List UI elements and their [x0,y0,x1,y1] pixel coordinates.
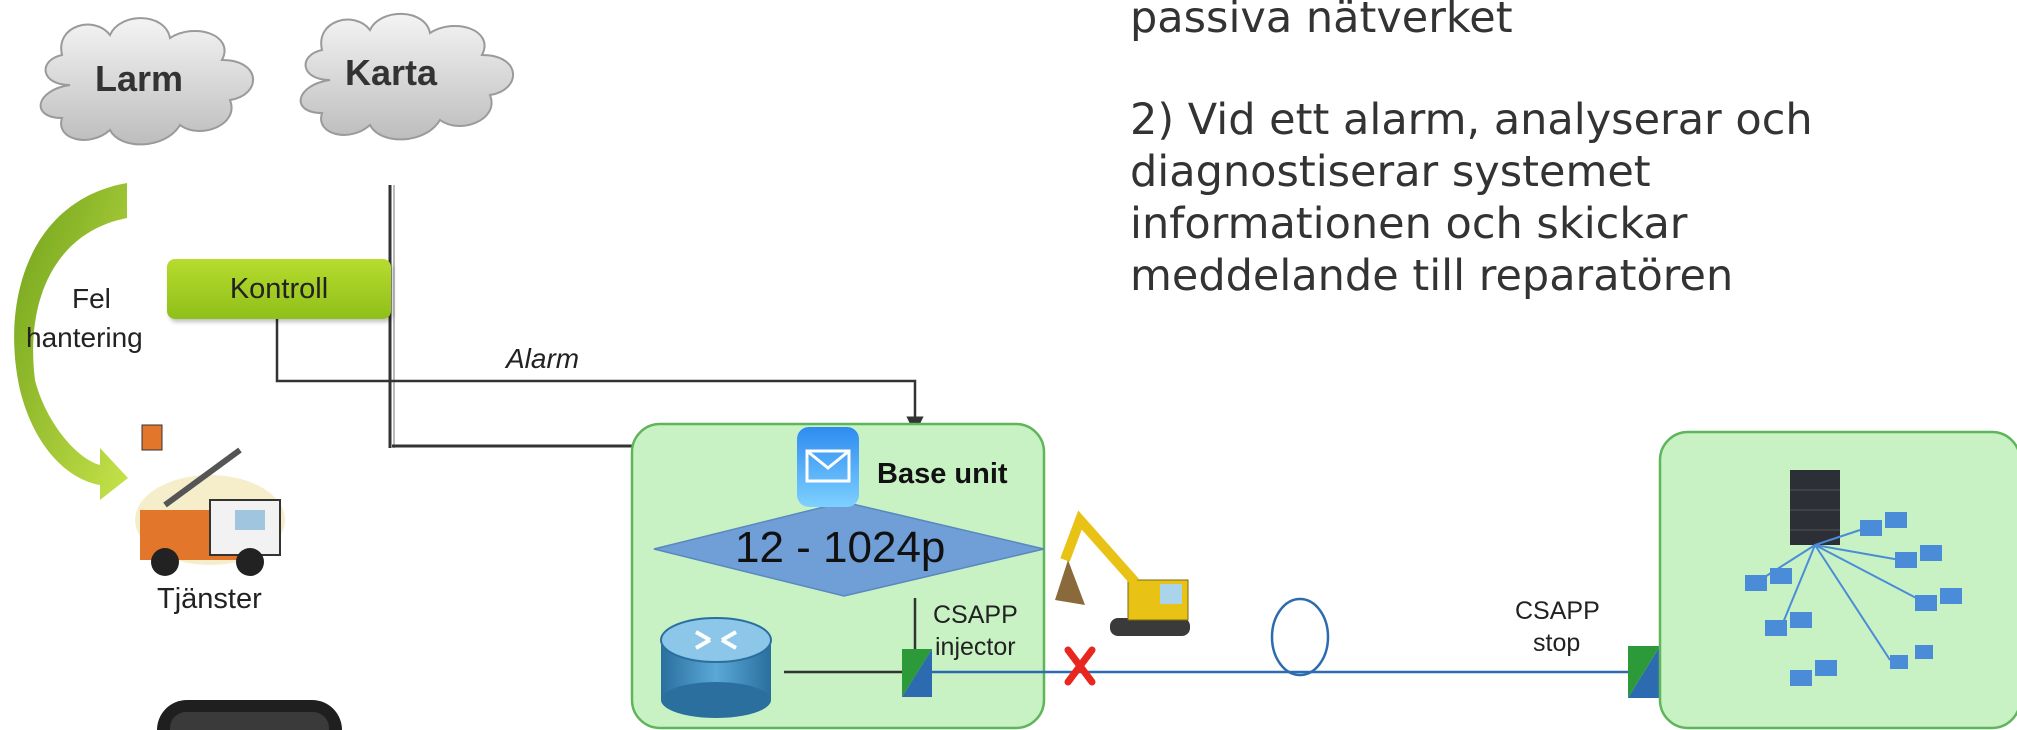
alarm-line [275,319,924,434]
injector-coupler [902,649,932,697]
fiber-coil-icon [1270,597,1330,677]
step2-line1: 2) Vid ett alarm, analyserar och [1130,95,1813,145]
steps-partial-line: passiva nätverket [1130,0,1513,43]
smartphone-icon [157,700,342,730]
fault-handling-line2: hantering [26,322,143,353]
stop-label-line2: stop [1533,629,1581,657]
fault-handling-line1: Fel [72,283,111,314]
cloud-larm-label: Larm [95,58,184,99]
base-unit-title: Base unit [877,458,1008,490]
step2-line2: diagnostiserar systemet [1130,147,1651,197]
step2-line4: meddelande till reparatören [1130,251,1734,301]
curved-arrow-icon [14,183,128,500]
port-range-label: 12 - 1024p [735,523,946,572]
alarm-label: Alarm [506,343,580,374]
mail-icon [797,427,859,507]
step2-line3: informationen och skickar [1130,199,1688,249]
cloud-karta-icon [299,12,515,141]
cloud-larm-icon [39,17,255,146]
kontroll-button[interactable]: Kontroll [167,259,391,319]
injector-label-line1: CSAPP [933,601,1018,629]
stop-label-line1: CSAPP [1515,597,1600,625]
server-network-icon [1745,470,1962,686]
fiber-break-icon [1064,646,1096,686]
excavator-icon [1055,510,1190,636]
port-diamond [653,501,1045,597]
bucket-truck-icon [135,424,285,576]
services-label: Tjänster [157,583,262,615]
cloud-karta-label: Karta [345,52,438,93]
stop-coupler [1628,598,1661,700]
injector-label-line2: injector [935,633,1016,661]
router-icon [660,617,772,718]
